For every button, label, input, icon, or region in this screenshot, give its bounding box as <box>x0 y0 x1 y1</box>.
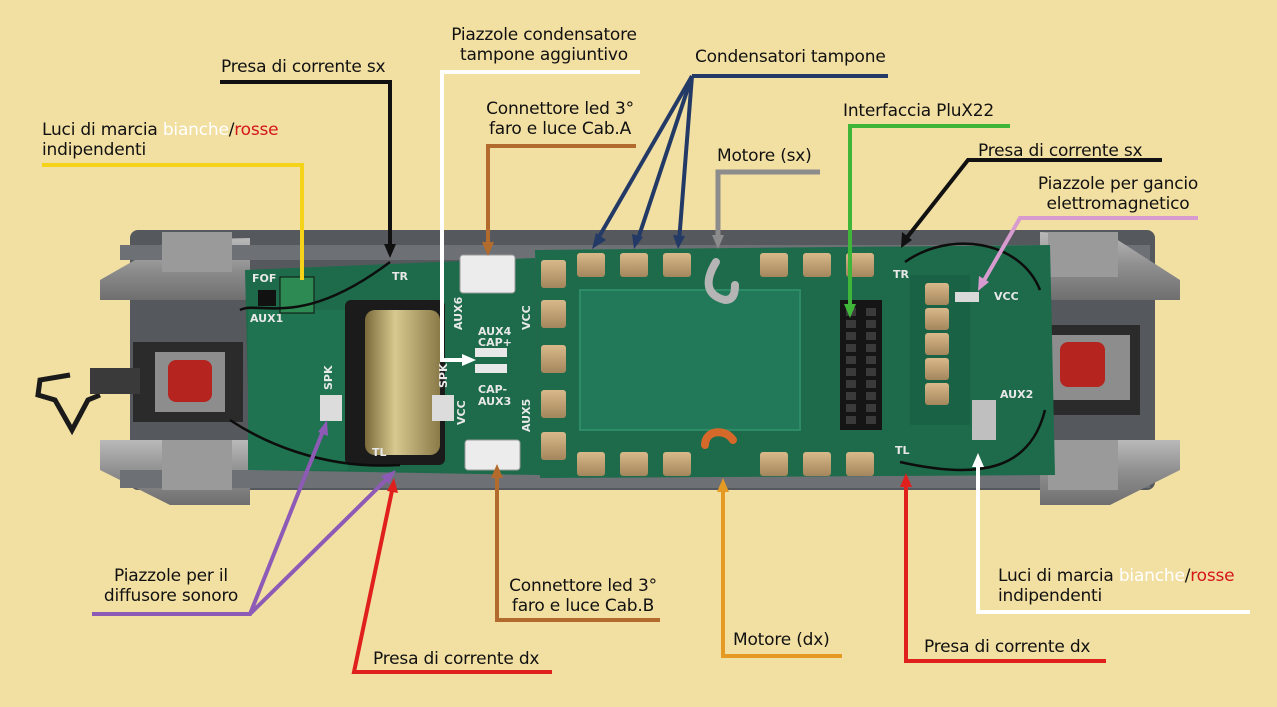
label-interfaccia: Interfaccia PluX22 <box>843 101 994 121</box>
coupler-pads <box>955 292 996 440</box>
label-gancio-line1: Piazzole per gancio <box>1037 174 1199 194</box>
leader-piazzole-cond <box>440 70 640 362</box>
silk-tr-left: TR <box>392 270 409 283</box>
connector-cab-a <box>459 254 516 294</box>
silk-tl-right: TL <box>895 444 910 457</box>
silk-tl-left: TL <box>372 446 387 459</box>
leader-conn-b <box>495 470 660 622</box>
label-luci-left-red: rosse <box>234 120 279 140</box>
silk-aux2: AUX2 <box>1000 388 1033 401</box>
silk-cap-minus: CAP- <box>478 383 507 396</box>
label-conn-b-line1: Connettore led 3° <box>509 576 657 596</box>
pickup-wires <box>229 242 1047 472</box>
label-luci-right: Luci di marcia bianche/rosse indipendent… <box>998 566 1235 606</box>
silk-spk-left: SPK <box>322 365 335 390</box>
label-gancio: Piazzole per gancio elettromagnetico <box>1030 174 1206 214</box>
label-luci-right-line1: Luci di marcia bianche/rosse <box>998 566 1235 586</box>
label-presa-sx-right: Presa di corrente sx <box>978 141 1143 161</box>
silk-cap-plus: CAP+ <box>478 336 512 349</box>
right-coupler <box>1040 325 1140 415</box>
silk-aux1: AUX1 <box>250 312 283 325</box>
label-luci-right-slash: / <box>1184 566 1191 586</box>
silk-vcc-top: VCC <box>520 305 533 330</box>
silk-vcc-right: VCC <box>994 290 1019 303</box>
silk-vcc-left: VCC <box>455 400 468 425</box>
label-luci-left-white: bianche <box>162 120 229 140</box>
leader-presa-dx-left <box>351 485 552 674</box>
label-luci-right-white: bianche <box>1118 566 1185 586</box>
leader-presa-sx-right <box>903 158 1162 242</box>
leader-motore-dx <box>721 485 842 658</box>
leader-lines <box>42 70 1250 674</box>
cap-pads <box>475 348 507 373</box>
label-piazzole-cond-line2: tampone aggiuntivo <box>460 45 628 65</box>
label-presa-sx-left: Presa di corrente sx <box>221 57 386 77</box>
label-motore-dx: Motore (dx) <box>733 630 830 650</box>
label-luci-left-line2: indipendenti <box>42 140 147 160</box>
buffer-capacitors-top <box>577 253 874 277</box>
leader-diffusore-2 <box>248 472 394 616</box>
leader-presa-sx-left <box>220 80 392 250</box>
label-luci-right-line2: indipendenti <box>998 586 1103 606</box>
label-conn-a-line1: Connettore led 3° <box>486 99 634 119</box>
buffer-capacitors-side <box>541 260 949 460</box>
connector-cab-b <box>464 439 521 471</box>
label-conn-a: Connettore led 3° faro e luce Cab.A <box>480 99 640 139</box>
label-luci-left-line1: Luci di marcia bianche/rosse <box>42 120 279 140</box>
leader-conn-a <box>486 144 636 250</box>
leader-cond-3 <box>677 75 694 243</box>
leader-luci-left <box>42 163 304 280</box>
leader-motore-sx <box>715 169 820 242</box>
main-pcb <box>535 245 1055 478</box>
silk-aux5: AUX5 <box>520 399 533 432</box>
silk-tr-right: TR <box>893 268 910 281</box>
leader-plux22 <box>848 124 1010 310</box>
leader-cond-1 <box>594 74 694 244</box>
leader-cond-2 <box>635 75 694 243</box>
silk-aux4: AUX4 <box>478 325 512 338</box>
label-presa-dx-left: Presa di corrente dx <box>373 649 540 669</box>
label-diffusore: Piazzole per il diffusore sonoro <box>96 566 246 606</box>
label-luci-left-slash: / <box>228 120 235 140</box>
buffer-capacitors-bottom <box>577 452 874 476</box>
label-diffusore-line1: Piazzole per il <box>114 566 228 586</box>
label-condensatori: Condensatori tampone <box>695 47 886 67</box>
label-luci-left-text: Luci di marcia <box>42 120 163 140</box>
leader-luci-right <box>976 460 1250 614</box>
pcb-silkscreen: FOF AUX1 SPK SPK VCC AUX6 VCC AUX4 CAP+ … <box>250 268 1033 459</box>
label-conn-b: Connettore led 3° faro e luce Cab.B <box>500 576 666 616</box>
label-luci-right-text: Luci di marcia <box>998 566 1119 586</box>
leader-presa-dx-right <box>904 480 1106 663</box>
silk-fof: FOF <box>252 272 276 285</box>
label-conn-a-line2: faro e luce Cab.A <box>488 119 632 139</box>
label-diffusore-line2: diffusore sonoro <box>103 586 239 606</box>
silk-aux3: AUX3 <box>478 395 511 408</box>
label-luci-right-red: rosse <box>1190 566 1235 586</box>
motor-leads <box>701 258 739 449</box>
silk-spk-right: SPK <box>437 363 450 388</box>
label-luci-left: Luci di marcia bianche/rosse indipendent… <box>42 120 279 160</box>
label-gancio-line2: elettromagnetico <box>1046 194 1190 214</box>
left-coupler <box>35 342 243 436</box>
plux22-connector <box>840 300 882 430</box>
label-presa-dx-right: Presa di corrente dx <box>924 637 1091 657</box>
label-motore-sx: Motore (sx) <box>717 146 812 166</box>
motor <box>320 300 454 465</box>
label-piazzole-cond: Piazzole condensatore tampone aggiuntivo <box>446 25 642 65</box>
silk-aux6: AUX6 <box>452 296 465 330</box>
label-conn-b-line2: faro e luce Cab.B <box>511 596 655 616</box>
leader-gancio <box>980 216 1198 285</box>
label-piazzole-cond-line1: Piazzole condensatore <box>451 25 637 45</box>
